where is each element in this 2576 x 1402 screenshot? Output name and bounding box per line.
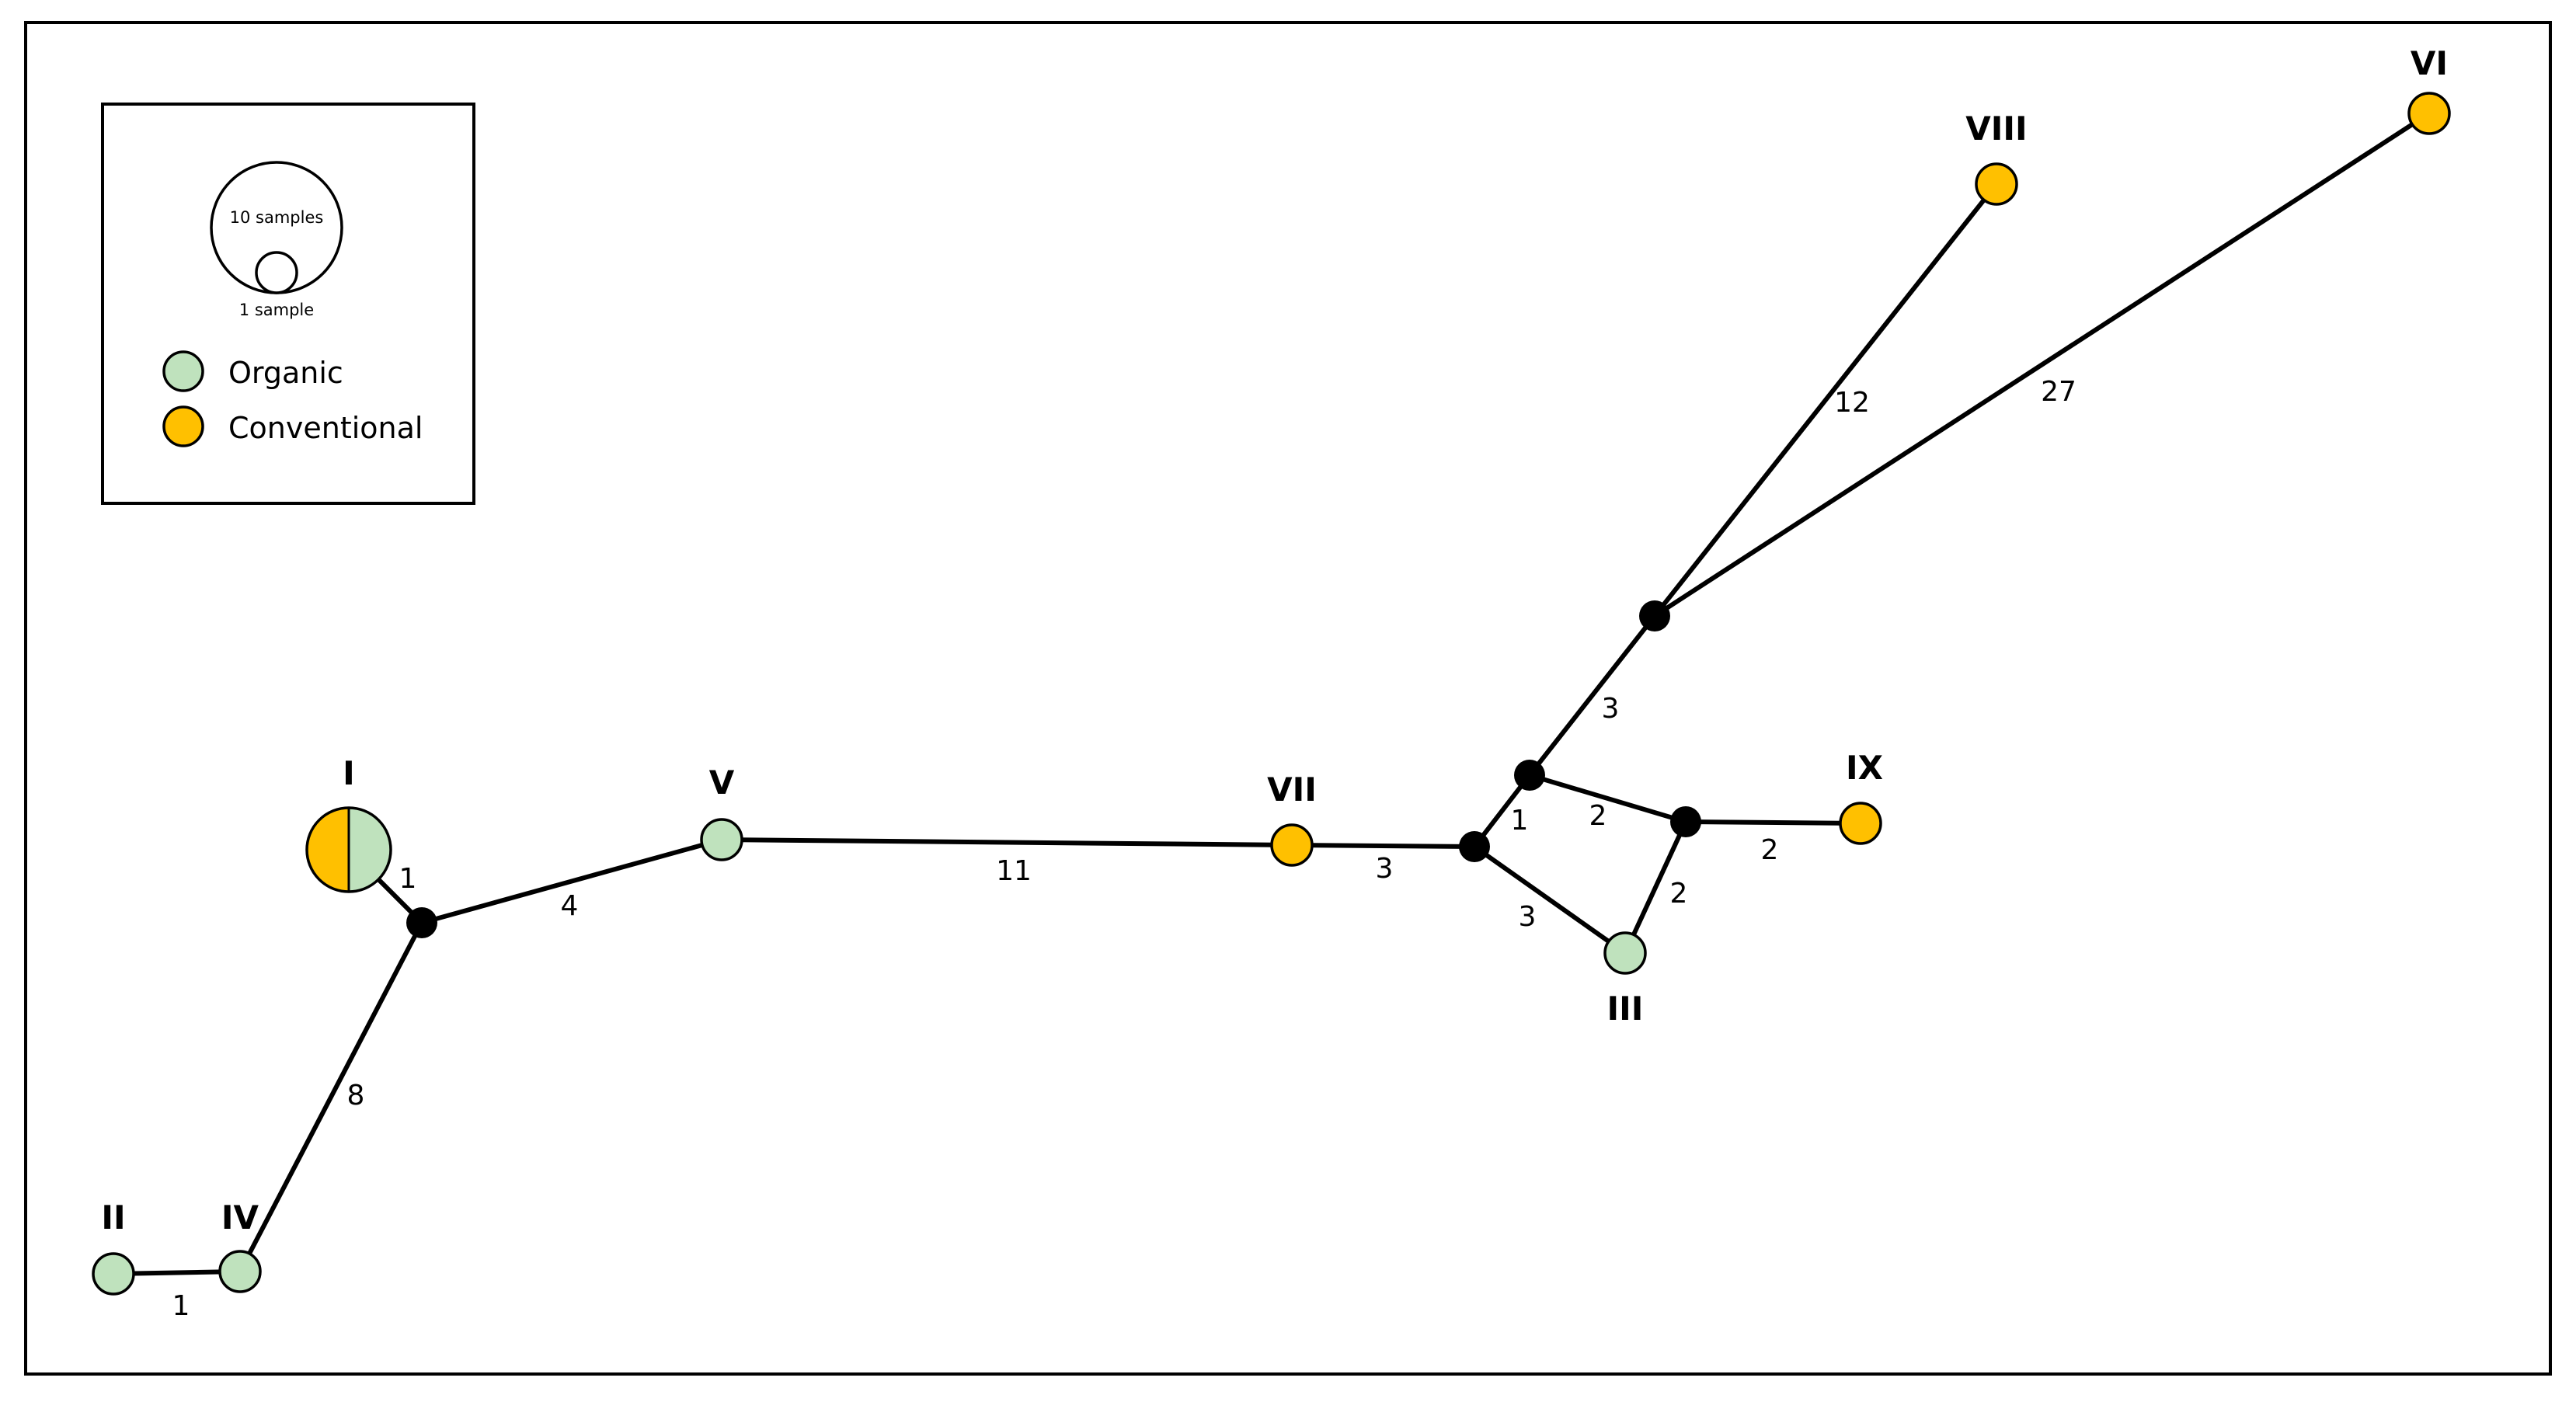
median-vector-node [1670,806,1701,837]
haplotype-node-viii [1975,162,2018,206]
edge-v-vii [719,837,1294,847]
edge-mv1-iv [238,920,424,1274]
edge-mv2-iii [1472,844,1627,955]
median-vector-node [406,907,437,938]
legend-organic-swatch [162,350,204,392]
haplotype-node-ii [92,1252,135,1296]
haplotype-label-iv: IV [221,1198,259,1237]
edge-mutation-label: 3 [1519,901,1537,933]
edge-mutation-label: 1 [172,1290,190,1322]
edge-mutation-label: 2 [1670,878,1688,910]
legend-organic-label: Organic [228,356,343,390]
haplotype-label-i: I [343,754,355,792]
diagram-frame [24,21,2552,1376]
haplotype-circle-outline [305,806,392,893]
edge-mutation-label: 1 [399,863,417,895]
haplotype-circle [1839,802,1882,845]
haplotype-label-vii: VII [1267,771,1317,809]
haplotype-label-vi: VI [2411,44,2448,82]
haplotype-label-v: V [709,764,735,802]
median-vector-node [1639,600,1670,631]
legend: 10 samples 1 sample Organic Conventional [101,103,475,505]
edge-mv5-viii [1652,182,1999,618]
edge-mutation-label: 3 [1376,853,1394,885]
edge-mutation-label: 2 [1589,800,1607,832]
edge-mutation-label: 4 [561,890,579,922]
edge-vii-mv2 [1290,843,1477,849]
edge-mv5-vi [1652,111,2432,618]
edge-mutation-label: 1 [1511,805,1529,837]
edge-mutation-label: 8 [347,1080,365,1112]
haplotype-label-ix: IX [1846,749,1883,787]
edge-mutation-label: 3 [1602,693,1620,725]
haplotype-circle [1975,162,2018,206]
haplotype-circle [218,1250,262,1293]
median-vector-node [1459,831,1490,862]
haplotype-circle [92,1252,135,1296]
haplotype-label-iii: III [1607,990,1644,1028]
haplotype-node-i [305,806,392,893]
legend-size-small-label: 1 sample [239,301,314,319]
haplotype-node-vii [1270,823,1314,867]
edge-mutation-label: 27 [2041,376,2076,408]
edge-mutation-label: 2 [1761,834,1779,866]
haplotype-node-vi [2407,92,2451,135]
edge-mv4-iii [1623,819,1688,955]
edge-mv1-v [419,837,724,925]
haplotype-node-iii [1603,931,1647,975]
haplotype-slice-organic [349,808,391,892]
legend-conventional-swatch [162,405,204,447]
median-vector-node [1514,760,1545,791]
haplotype-slice-conventional [307,808,349,892]
haplotype-circle [1270,823,1314,867]
haplotype-circle [700,818,743,861]
legend-size-large-label: 10 samples [230,208,324,227]
haplotype-label-ii: II [101,1198,125,1237]
haplotype-label-viii: VIII [1965,110,2027,148]
haplotype-node-v [700,818,743,861]
edge-mv3-mv5 [1527,614,1657,778]
legend-size-small-circle [255,251,298,294]
haplotype-circle [1603,931,1647,975]
edge-mutation-label: 11 [996,855,1032,887]
nodes-layer [92,92,2451,1296]
haplotype-node-ix [1839,802,1882,845]
haplotype-circle [2407,92,2451,135]
edge-mv4-ix [1683,819,1863,826]
haplotype-node-iv [218,1250,262,1293]
edge-mv3-mv4 [1527,773,1688,824]
legend-conventional-label: Conventional [228,411,423,445]
edge-mutation-label: 12 [1834,387,1870,419]
